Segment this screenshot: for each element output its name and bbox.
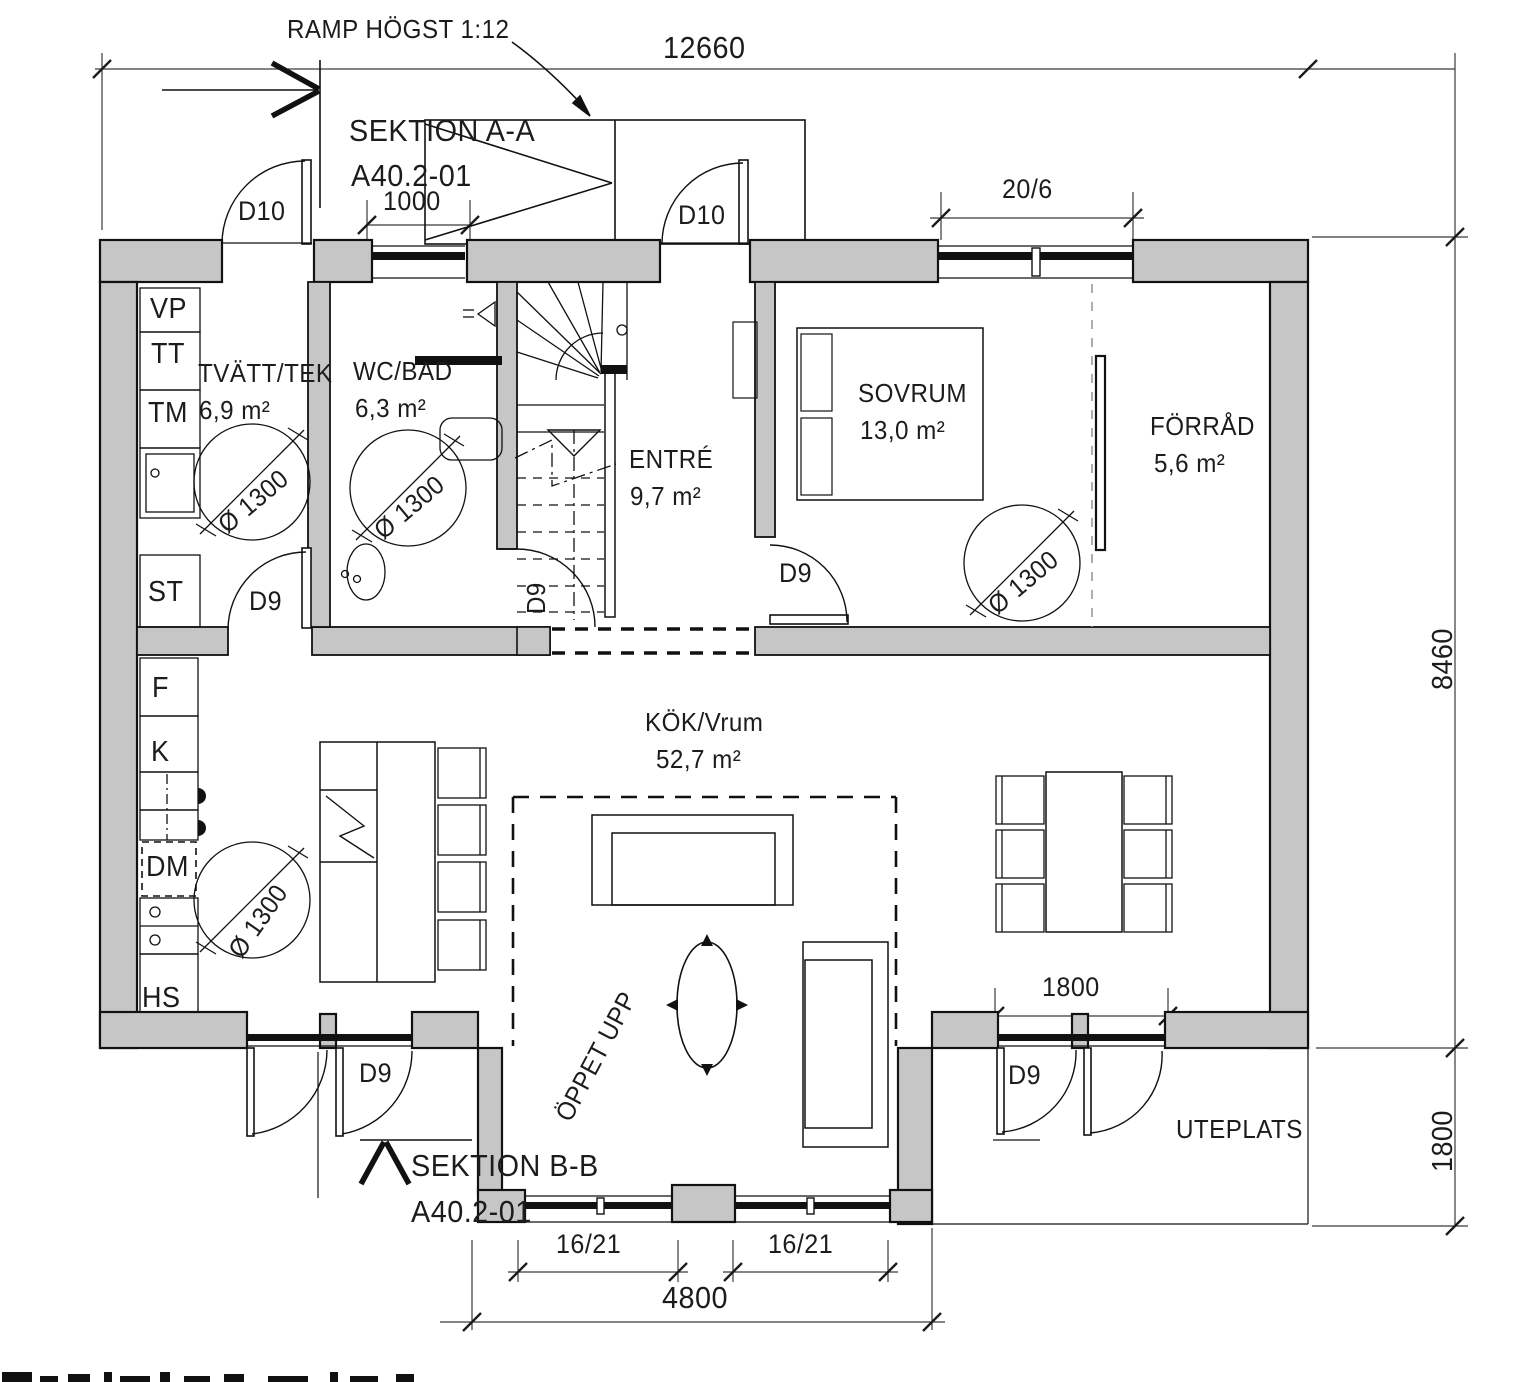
fixture-f: F [152, 672, 169, 704]
kitchen-island [319, 741, 487, 983]
dining-set [995, 771, 1173, 933]
fixture-vp: VP [150, 293, 187, 325]
section-b-ref: A40.2-01 [411, 1194, 532, 1229]
fixture-tt: TT [151, 338, 185, 370]
ramp-leader-arrow [511, 41, 591, 117]
dim-top-window: 1000 [383, 186, 441, 216]
fixture-hs: HS [142, 982, 181, 1014]
door-d10-left: D10 [238, 196, 286, 226]
sofas [591, 814, 889, 1148]
room-entre-name: ENTRÉ [629, 444, 714, 474]
room-kok-name: KÖK/Vrum [645, 707, 764, 737]
door-d9-patio: D9 [1008, 1060, 1042, 1090]
dim-patio-depth: 1800 [1427, 1110, 1459, 1172]
room-wc-name: WC/BAD [353, 356, 453, 386]
section-b-label: SEKTION B-B [411, 1148, 599, 1183]
door-d9-wc: D9 [521, 582, 551, 614]
room-forrad-area: 5,6 m² [1154, 448, 1226, 478]
room-wc-area: 6,3 m² [355, 393, 427, 423]
clipped-text-fragment [2, 1372, 414, 1382]
wc-fixtures [340, 300, 503, 601]
dim-bay-window-left: 16/21 [556, 1229, 622, 1259]
turning-circles [193, 423, 1081, 959]
wardrobe-divider [1091, 284, 1107, 627]
fixture-st: ST [148, 576, 184, 608]
door-d9-southwest: D9 [359, 1058, 393, 1088]
dim-house-depth: 8460 [1427, 628, 1459, 690]
room-tvatt-name: TVÄTT/TEK [198, 358, 333, 388]
ramp-note: RAMP HÖGST 1:12 [287, 14, 510, 44]
room-tvatt-area: 6,9 m² [199, 395, 271, 425]
exterior-walls [98, 238, 1310, 1226]
fixture-dm: DM [146, 851, 189, 883]
dimension-ticks [92, 59, 1465, 1332]
room-sovrum-area: 13,0 m² [860, 415, 946, 445]
fixture-k: K [151, 736, 170, 768]
fixture-tm: TM [148, 397, 188, 429]
dim-bay-window-right: 16/21 [768, 1229, 834, 1259]
door-d9-tvatt: D9 [249, 586, 283, 616]
interior-walls [136, 281, 1271, 656]
section-b-marker [317, 1052, 472, 1198]
section-a-marker [162, 60, 321, 208]
section-a-label: SEKTION A-A [349, 113, 536, 148]
patio-label: UTEPLATS [1176, 1114, 1303, 1144]
floor-opening-dashes [552, 627, 757, 655]
windows [372, 245, 1133, 1223]
patio-outline [932, 1048, 1309, 1225]
ceiling-light-symbol [666, 934, 748, 1076]
bedroom-furniture [732, 321, 984, 501]
room-entre-area: 9,7 m² [630, 481, 702, 511]
section-a-ref: A40.2-01 [351, 158, 472, 193]
kitchen-appliances [139, 657, 206, 1013]
dimension-lines [95, 53, 1468, 1330]
dim-top-width: 12660 [663, 30, 746, 65]
room-sovrum-name: SOVRUM [858, 378, 967, 408]
dim-patio-door: 1800 [1042, 972, 1100, 1002]
staircase [514, 281, 628, 656]
open-to-above-outline [511, 795, 898, 1046]
room-forrad-name: FÖRRÅD [1150, 411, 1255, 441]
doors [221, 159, 1165, 1141]
dim-bay-width: 4800 [662, 1280, 729, 1315]
room-kok-area: 52,7 m² [656, 744, 742, 774]
door-d10-entry: D10 [678, 200, 726, 230]
dim-bedroom-window: 20/6 [1002, 174, 1053, 204]
door-d9-sovrum: D9 [779, 558, 813, 588]
